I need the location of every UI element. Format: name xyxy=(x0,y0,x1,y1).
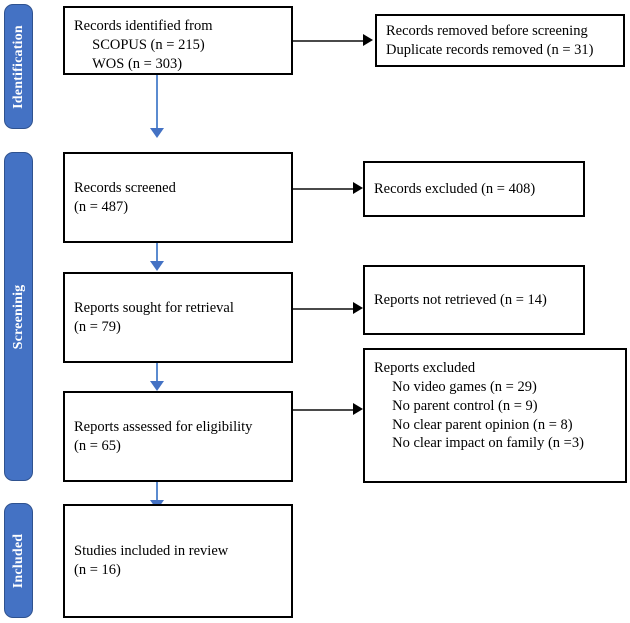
box-reports-not-retrieved: Reports not retrieved (n = 14) xyxy=(363,265,585,335)
arrow-identified-to-screened-head xyxy=(150,128,164,138)
box-records-identified-text: Records identified from SCOPUS (n = 215)… xyxy=(74,18,213,72)
box-studies-included: Studies included in review (n = 16) xyxy=(63,504,293,618)
stage-label-identification: Identification xyxy=(10,24,26,109)
stage-label-included: Included xyxy=(10,533,26,588)
arrow-screened-to-excluded-head xyxy=(353,182,363,194)
arrow-sought-to-not-retrieved-line xyxy=(293,308,353,310)
arrow-identified-to-screened-line xyxy=(156,75,158,130)
box-reports-not-retrieved-text: Reports not retrieved (n = 14) xyxy=(374,291,547,308)
box-reports-assessed: Reports assessed for eligibility (n = 65… xyxy=(63,391,293,482)
box-records-identified: Records identified from SCOPUS (n = 215)… xyxy=(63,6,293,75)
arrow-sought-to-assessed-line xyxy=(156,363,158,383)
stage-pill-screening: Screeninig xyxy=(4,152,33,481)
box-records-removed: Records removed before screening Duplica… xyxy=(375,14,625,67)
stage-label-screening: Screeninig xyxy=(10,284,26,349)
box-reports-excluded: Reports excluded No video games (n = 29)… xyxy=(363,348,627,483)
box-records-screened: Records screened (n = 487) xyxy=(63,152,293,243)
box-records-excluded: Records excluded (n = 408) xyxy=(363,161,585,217)
arrow-screened-to-sought-head xyxy=(150,261,164,271)
box-records-removed-text: Records removed before screening Duplica… xyxy=(386,22,594,58)
arrow-identified-to-removed-line xyxy=(293,40,363,42)
arrow-sought-to-not-retrieved-head xyxy=(353,302,363,314)
stage-pill-identification: Identification xyxy=(4,4,33,129)
box-reports-assessed-text: Reports assessed for eligibility (n = 65… xyxy=(74,418,253,454)
arrow-screened-to-excluded-line xyxy=(293,188,353,190)
box-reports-excluded-text: Reports excluded No video games (n = 29)… xyxy=(374,360,584,452)
box-reports-sought: Reports sought for retrieval (n = 79) xyxy=(63,272,293,363)
box-reports-sought-text: Reports sought for retrieval (n = 79) xyxy=(74,299,234,335)
box-records-screened-text: Records screened (n = 487) xyxy=(74,179,176,215)
arrow-assessed-to-included-line xyxy=(156,482,158,502)
arrow-sought-to-assessed-head xyxy=(150,381,164,391)
stage-pill-included: Included xyxy=(4,503,33,618)
box-records-excluded-text: Records excluded (n = 408) xyxy=(374,180,536,197)
arrow-screened-to-sought-line xyxy=(156,243,158,263)
arrow-identified-to-removed-head xyxy=(363,34,373,46)
arrow-assessed-to-excluded-line xyxy=(293,409,353,411)
arrow-assessed-to-excluded-head xyxy=(353,403,363,415)
box-studies-included-text: Studies included in review (n = 16) xyxy=(74,543,229,578)
